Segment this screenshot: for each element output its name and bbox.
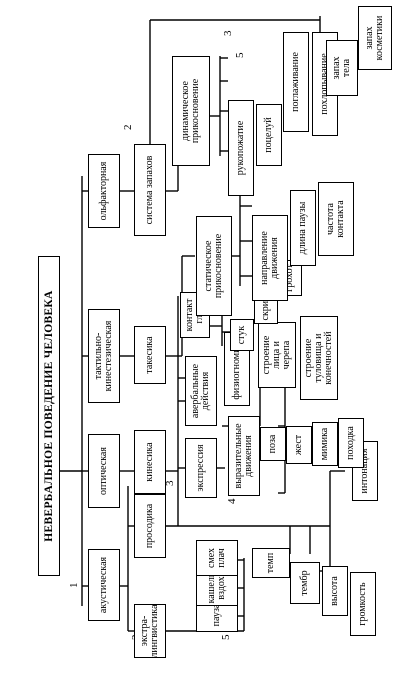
node-mimics: мимика	[312, 422, 338, 466]
node-laugh: смех плач	[196, 540, 238, 576]
node-stroke: поглаживание	[283, 32, 309, 132]
node-face: строение лица и черепа	[258, 322, 296, 388]
level-number: 3	[222, 30, 234, 37]
node-cosmetics-smell: запах косметики	[358, 6, 392, 70]
node-dynamic-touch: динамическое прикосновение	[172, 56, 210, 166]
node-smell-system: система запахов	[134, 144, 166, 236]
node-knock: стук	[230, 319, 254, 351]
level-number: 4	[226, 498, 238, 505]
node-kiss: поцелуй	[256, 104, 282, 166]
node-expression: экспрессия	[185, 438, 217, 498]
node-handshake: рукопожатие	[228, 100, 254, 196]
node-tempo: темп	[252, 548, 290, 578]
node-tactile: тактильно- кинестезическая	[88, 309, 120, 403]
node-pitch: высота	[322, 566, 348, 616]
node-verbal-actions: авербальные действия	[185, 356, 217, 426]
node-expressive-movements: выразительные движения	[228, 416, 260, 496]
node-acoustic: акустическая	[88, 549, 120, 621]
node-kinesics: кинесика	[134, 430, 166, 494]
node-loudness: громкость	[350, 572, 376, 636]
node-extralinguistics: экстра- лингвистика	[134, 604, 166, 658]
node-gait: походка	[338, 418, 364, 468]
node-timbre: тембр	[290, 562, 320, 604]
level-number: 5	[234, 52, 246, 59]
level-number: 5	[220, 634, 232, 641]
node-optical: оптическая	[88, 434, 120, 508]
level-number: 2	[122, 124, 134, 131]
node-gesture: жест	[286, 426, 312, 464]
node-olfactory: ольфакторная	[88, 154, 120, 228]
node-pose: поза	[260, 427, 286, 461]
diagram-title: НЕВЕРБАЛЬНОЕ ПОВЕДЕНИЕ ЧЕЛОВЕКА	[38, 256, 60, 576]
node-prosody: просодика	[134, 494, 166, 558]
node-takesics: такесика	[134, 326, 166, 384]
node-body: строение туловища и конечностей	[300, 316, 338, 400]
node-direction: направление движения	[252, 215, 288, 301]
level-number: 1	[68, 582, 80, 589]
node-frequency: частота контакта	[318, 182, 354, 256]
node-static-touch: статическое прикосновение	[196, 216, 232, 316]
node-body-smell: запах тела	[326, 40, 358, 96]
node-pause-length: длина паузы	[290, 190, 316, 266]
